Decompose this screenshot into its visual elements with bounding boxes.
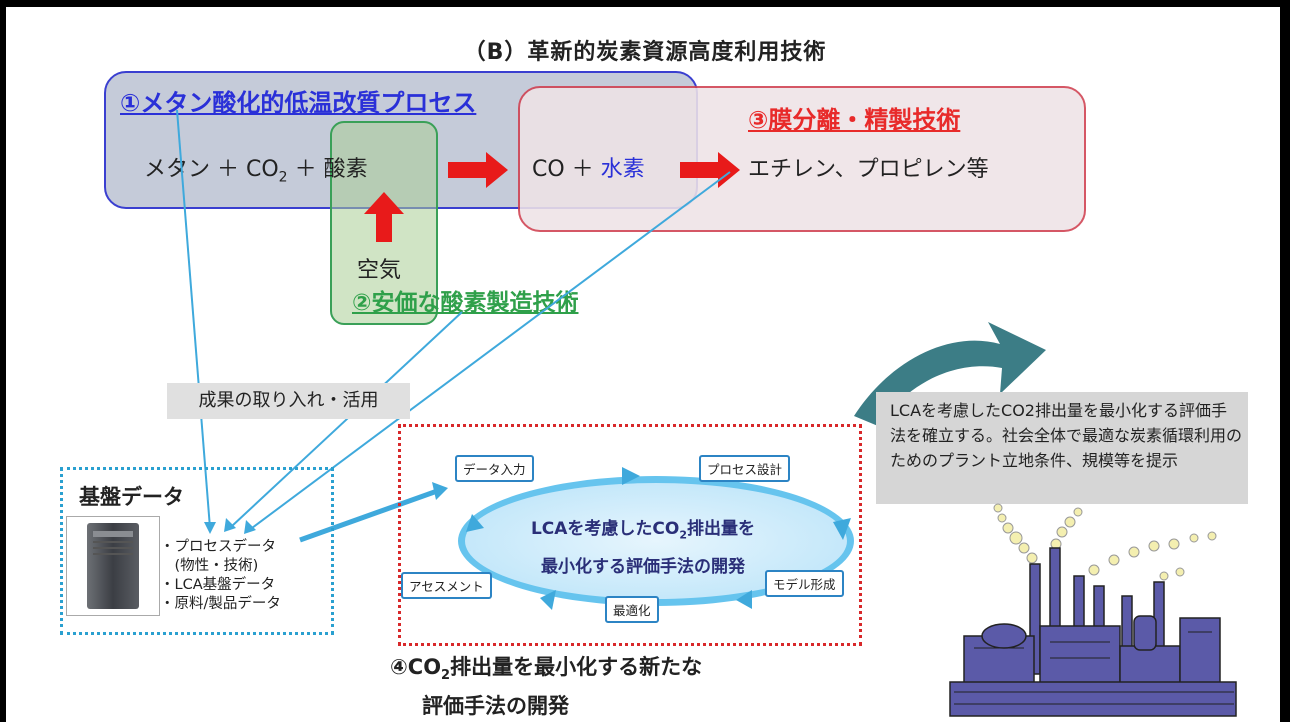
cycle-text-line1-end: 排出量を [687, 519, 756, 539]
reaction-intermediate: CO ＋ 水素 [532, 151, 645, 183]
evaluation-box [398, 424, 862, 646]
summary-note: LCAを考慮したCO2排出量を最小化する評価手法を確立する。社会全体で最適な炭素… [876, 392, 1248, 504]
list-item: ・LCA基盤データ [160, 577, 276, 593]
step-process-design: プロセス設計 [699, 455, 791, 482]
list-item: ・プロセスデータ [160, 539, 276, 555]
air-arrow-icon [364, 192, 404, 242]
evaluation-label-line1: 排出量を最小化する新たな [450, 655, 703, 679]
list-item: (物性・技術) [160, 558, 259, 574]
evaluation-label-prefix: ④CO [390, 655, 442, 679]
reaction-arrow-icon [448, 152, 508, 188]
evaluation-label: ④CO2排出量を最小化する新たな 評価手法の開発 [390, 652, 702, 722]
step-data-input: データ入力 [455, 455, 534, 482]
hydrogen-text: 水素 [600, 157, 645, 182]
server-icon [66, 516, 160, 616]
reaction-products: エチレン、プロピレン等 [748, 157, 989, 182]
process3-label: ③膜分離・精製技術 [748, 106, 961, 134]
process2-box [330, 121, 438, 325]
step-model: モデル形成 [765, 570, 844, 597]
database-box [60, 467, 334, 635]
process1-label: ①メタン酸化的低温改質プロセス [120, 89, 477, 117]
process3-box [518, 86, 1086, 232]
reaction-arrow-icon-2 [680, 152, 740, 188]
cycle-text-line2: 最小化する評価手法の開発 [541, 557, 745, 578]
evaluation-label-sub: 2 [441, 668, 451, 684]
curved-arrow-icon [854, 322, 1046, 426]
air-label: 空気 [357, 258, 402, 283]
step-assessment: アセスメント [401, 572, 492, 599]
methane-text: メタン ＋ CO [144, 157, 279, 182]
database-title: 基盤データ [79, 485, 184, 509]
co2-subscript: 2 [278, 169, 288, 186]
cycle-text-subscript: 2 [679, 528, 688, 542]
evaluation-label-line2: 評価手法の開発 [422, 694, 569, 719]
oxygen-text: ＋ 酸素 [287, 157, 368, 182]
page-title: （B）革新的炭素資源高度利用技術 [463, 40, 827, 65]
step-optimize: 最適化 [605, 596, 659, 623]
process2-label: ②安価な酸素製造技術 [352, 290, 579, 316]
factory-illustration [949, 503, 1237, 717]
cycle-text-line1: LCAを考慮したCO [530, 519, 680, 539]
co-text: CO ＋ [532, 157, 601, 182]
adoption-label: 成果の取り入れ・活用 [167, 383, 410, 419]
list-item: ・原料/製品データ [160, 596, 281, 612]
cycle-center-text: LCAを考慮したCO2排出量を 最小化する評価手法の開発 [483, 513, 803, 584]
database-list: ・プロセスデータ (物性・技術) ・LCA基盤データ ・原料/製品データ [160, 538, 281, 614]
reaction-inputs: メタン ＋ CO2 ＋ 酸素 [144, 151, 368, 185]
